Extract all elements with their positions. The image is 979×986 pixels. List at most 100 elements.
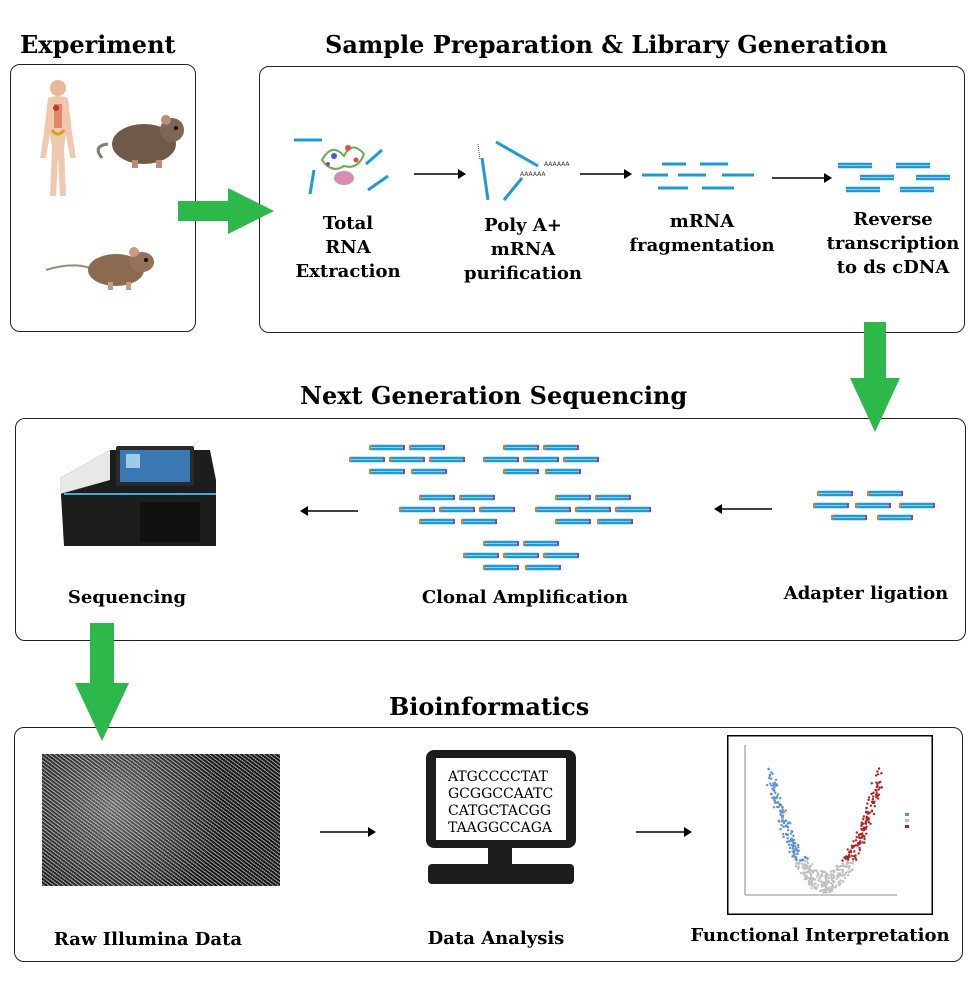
volcano-point [858, 846, 861, 850]
bio-analysis-label: Data Analysis [427, 928, 565, 949]
polya-tail-label-1: AAAAAA [520, 171, 546, 178]
volcano-point [774, 791, 777, 795]
volcano-point [820, 883, 824, 886]
volcano-point [798, 861, 801, 865]
step-frag-line1: mRNA [669, 211, 735, 232]
volcano-point [851, 868, 854, 871]
volcano-point [775, 801, 778, 804]
volcano-point [789, 839, 792, 843]
volcano-point [773, 781, 777, 784]
volcano-point [801, 862, 804, 865]
volcano-point [827, 876, 831, 880]
volcano-point [838, 884, 841, 887]
volcano-point [835, 868, 839, 871]
volcano-point [809, 871, 812, 875]
volcano-point [867, 798, 870, 802]
volcano-point [792, 834, 795, 837]
volcano-point [776, 793, 780, 796]
volcano-point [864, 810, 868, 814]
adapter-ligation-icon [813, 490, 935, 521]
dna-fragment [545, 468, 581, 475]
volcano-point [789, 822, 792, 825]
volcano-point [817, 879, 820, 882]
volcano-point [780, 823, 783, 827]
volcano-point [816, 870, 819, 874]
volcano-point [793, 841, 797, 845]
volcano-point [851, 858, 855, 861]
volcano-point [770, 777, 773, 780]
volcano-point [797, 843, 800, 847]
volcano-point [784, 832, 788, 836]
arrow-to-functional [636, 827, 692, 837]
volcano-point [806, 857, 809, 860]
volcano-point [874, 774, 878, 777]
dna-fragment [597, 518, 633, 525]
dna-fragment [503, 468, 539, 475]
volcano-point [867, 796, 871, 799]
dna-fragment [575, 506, 611, 513]
bio-raw-label: Raw Illumina Data [53, 929, 243, 950]
volcano-point [810, 881, 814, 884]
volcano-point [865, 807, 868, 810]
volcano-point [768, 777, 771, 780]
volcano-point [767, 767, 770, 770]
dna-fragment [439, 506, 475, 513]
volcano-point [876, 770, 879, 773]
volcano-point [862, 834, 865, 838]
dna-fragment [523, 540, 559, 547]
arrow-prep-to-ngs [850, 322, 900, 432]
volcano-point [843, 865, 846, 868]
volcano-point [809, 864, 812, 868]
volcano-point [805, 865, 809, 868]
volcano-point [794, 865, 798, 868]
volcano-point [877, 797, 880, 800]
volcano-point [848, 855, 851, 859]
volcano-point [871, 798, 875, 801]
volcano-point [826, 880, 830, 884]
computer-monitor-icon [426, 750, 576, 884]
volcano-point [841, 862, 844, 865]
volcano-point [846, 873, 850, 877]
dna-fragment [369, 468, 405, 475]
volcano-point [854, 839, 858, 842]
volcano-point [768, 773, 771, 777]
volcano-point [856, 842, 860, 845]
volcano-point [875, 789, 878, 792]
volcano-point [854, 844, 858, 847]
dna-fragment [411, 468, 447, 475]
volcano-point [857, 833, 861, 837]
volcano-point [824, 871, 827, 874]
step-polya-line1: Poly A+ [484, 215, 562, 236]
dna-fragment [543, 552, 579, 559]
volcano-point [820, 869, 823, 873]
volcano-point [817, 884, 820, 887]
volcano-point [835, 877, 838, 880]
volcano-point [863, 841, 866, 844]
volcano-point [788, 846, 792, 850]
mouse-icon [45, 247, 154, 290]
volcano-point [862, 815, 865, 818]
volcano-point [801, 859, 804, 862]
volcano-point [865, 816, 868, 820]
volcano-point [811, 862, 814, 866]
volcano-point [818, 876, 822, 879]
volcano-point [794, 845, 797, 848]
volcano-point [803, 867, 806, 870]
volcano-point [850, 844, 853, 847]
ngs-title: Next Generation Sequencing [300, 381, 688, 410]
volcano-point [776, 784, 779, 787]
volcano-point [769, 792, 773, 796]
volcano-point [825, 891, 828, 894]
volcano-point [794, 862, 798, 865]
volcano-point [841, 870, 844, 874]
volcano-point [877, 793, 881, 796]
volcano-point [872, 795, 875, 798]
volcano-point [811, 871, 815, 874]
volcano-point [797, 846, 800, 849]
volcano-point [787, 826, 790, 829]
dna-fragment [563, 456, 599, 463]
volcano-point [845, 860, 849, 863]
volcano-point [794, 857, 798, 860]
dna-sequence: ATGCCCCTAT [448, 769, 548, 785]
volcano-point [872, 812, 876, 816]
